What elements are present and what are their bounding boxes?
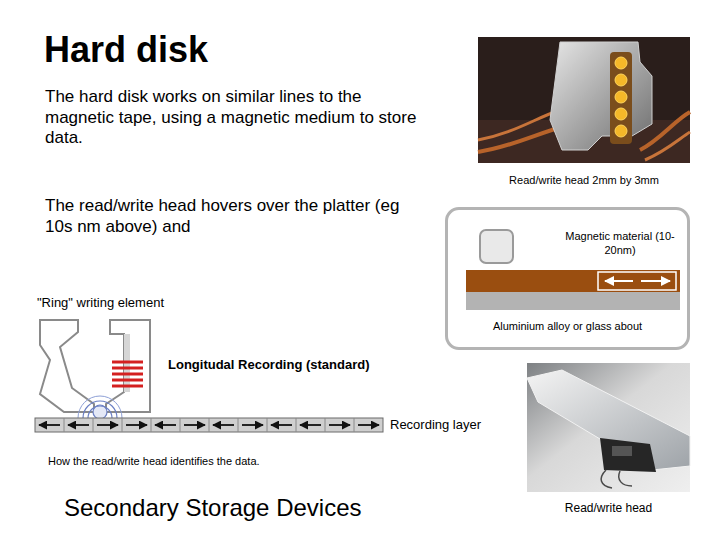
illustration-part bbox=[35, 418, 383, 432]
illustration-part bbox=[478, 126, 566, 152]
illustration-part bbox=[112, 373, 143, 376]
illustration-part bbox=[112, 367, 143, 370]
slide-title: Hard disk bbox=[44, 28, 364, 72]
illustration-part bbox=[112, 379, 143, 382]
illustration-part bbox=[126, 424, 147, 426]
body-text: The read/write head hovers over the plat… bbox=[45, 196, 417, 237]
layer-label: Magnetic material (10-20nm) bbox=[564, 230, 676, 258]
illustration-part bbox=[184, 424, 205, 426]
illustration-part bbox=[39, 424, 60, 426]
illustration-part bbox=[40, 320, 94, 412]
illustration-part bbox=[112, 385, 143, 388]
illustration-part bbox=[271, 424, 292, 426]
illustration-part bbox=[88, 406, 112, 418]
illustration-part bbox=[478, 37, 690, 163]
diagram-label: "Ring" writing element bbox=[37, 295, 257, 311]
recording-layer bbox=[35, 418, 383, 432]
layer-label: Aluminium alloy or glass about bbox=[452, 320, 683, 334]
illustration-part bbox=[645, 132, 690, 160]
illustration-part bbox=[615, 91, 627, 103]
illustration-part bbox=[641, 280, 670, 282]
illustration-part bbox=[106, 320, 150, 412]
illustration-part bbox=[180, 418, 181, 432]
illustration-part bbox=[612, 446, 632, 456]
illustration-part bbox=[213, 424, 234, 426]
illustration-part bbox=[605, 280, 633, 282]
illustration-part bbox=[122, 418, 123, 432]
illustration-part bbox=[466, 292, 680, 310]
illustration-part bbox=[209, 418, 210, 432]
ring-head bbox=[40, 320, 150, 419]
illustration-part bbox=[83, 401, 117, 418]
illustration-part bbox=[93, 418, 94, 432]
footer-text: Secondary Storage Devices bbox=[64, 493, 424, 522]
illustration-part bbox=[527, 363, 690, 492]
illustration-part bbox=[97, 424, 118, 426]
illustration-part bbox=[615, 57, 627, 69]
illustration-part bbox=[358, 424, 379, 426]
illustration-part bbox=[64, 418, 65, 432]
layer-diagram-box: Magnetic material (10-20nm) Aluminium all… bbox=[445, 207, 690, 350]
illustration-part bbox=[68, 424, 89, 426]
diagram-label: Recording layer bbox=[390, 417, 515, 433]
photo-caption: Read/write head 2mm by 3mm bbox=[478, 174, 690, 187]
illustration-part bbox=[601, 470, 612, 488]
diagram-label: Longitudal Recording (standard) bbox=[168, 357, 428, 373]
illustration-part bbox=[329, 424, 350, 426]
illustration-part bbox=[466, 270, 680, 292]
illustration-part bbox=[615, 74, 627, 86]
illustration-part bbox=[478, 110, 560, 140]
body-text: The hard disk works on similar lines to … bbox=[45, 87, 425, 149]
illustration-part bbox=[242, 424, 263, 426]
illustration-part bbox=[300, 424, 321, 426]
illustration-part bbox=[155, 424, 176, 426]
illustration-part bbox=[78, 396, 122, 418]
illustration-part bbox=[480, 230, 513, 263]
illustration-part bbox=[610, 52, 632, 144]
figure-caption: How the read/write head identifies the d… bbox=[48, 455, 368, 468]
platter-layers bbox=[466, 230, 680, 310]
illustration-part bbox=[354, 418, 355, 432]
illustration-part bbox=[600, 438, 656, 472]
illustration-part bbox=[151, 418, 152, 432]
photo-caption: Read/write head bbox=[527, 501, 690, 516]
illustration-part bbox=[112, 361, 143, 364]
head-photo bbox=[478, 37, 690, 163]
illustration-part bbox=[325, 418, 326, 432]
illustration-part bbox=[238, 418, 239, 432]
illustration-part bbox=[615, 108, 627, 120]
illustration-part bbox=[619, 471, 632, 486]
illustration-part bbox=[267, 418, 268, 432]
head-arm-photo bbox=[527, 363, 690, 492]
illustration-part bbox=[615, 125, 627, 137]
illustration-part bbox=[296, 418, 297, 432]
illustration-part bbox=[550, 42, 652, 150]
illustration-part bbox=[598, 272, 676, 290]
